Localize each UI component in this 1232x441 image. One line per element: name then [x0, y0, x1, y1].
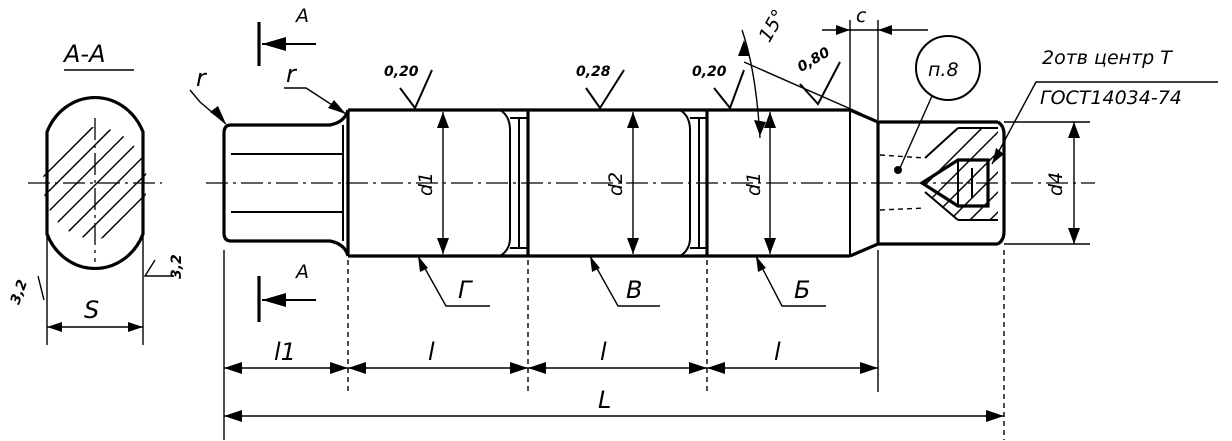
diameter-4: d4 — [1045, 172, 1067, 196]
note-line-2: ГОСТ14034-74 — [1040, 87, 1182, 109]
dim-l-b: l — [600, 338, 607, 366]
cut-mark-top-label: А — [294, 5, 309, 27]
section-roughness-top: 3,2 — [8, 278, 32, 307]
section-roughness-mark — [143, 259, 174, 277]
dim-total: L — [598, 386, 611, 414]
chamfer-angle-label: 15° — [754, 6, 790, 46]
fillet-radius-right: r — [286, 60, 298, 88]
roughness-1: 0,20 — [384, 64, 419, 80]
dim-l1: l1 — [274, 338, 296, 366]
roughness-marks: 0,20 0,28 0,20 0,80 — [384, 44, 841, 111]
surface-b: Б — [794, 276, 810, 304]
surface-v: В — [626, 276, 642, 304]
diameter-2: d2 — [605, 172, 627, 196]
length-dims: l1 l l l L — [223, 250, 1005, 440]
section-roughness-side: 3,2 — [169, 254, 185, 279]
fillet-radius-left: r — [196, 64, 208, 92]
shaft-body — [206, 108, 1095, 258]
chamfer-length-dim: c — [822, 5, 928, 120]
cut-mark-bottom: А — [257, 261, 316, 322]
fillet-callouts: r r — [189, 60, 347, 125]
diameter-1: d1 — [415, 172, 437, 196]
dim-l-a: l — [428, 338, 435, 366]
roughness-4: 0,80 — [795, 44, 833, 75]
section-width-label: S — [84, 296, 99, 324]
callout-label: п.8 — [928, 59, 959, 81]
right-end-face — [997, 120, 1006, 246]
section-view: А-А S 3,2 3,2 — [8, 40, 185, 345]
note-line-1: 2отв центр Т — [1042, 47, 1173, 69]
cut-mark-bottom-label: А — [294, 261, 309, 283]
center-hole-note: 2отв центр Т ГОСТ14034-74 — [991, 47, 1218, 165]
hidden-edges — [879, 154, 926, 211]
surface-g: Г — [458, 276, 473, 304]
roughness-2: 0,28 — [576, 64, 611, 80]
diameter-dims: d1 d2 d1 d4 — [415, 112, 1090, 254]
dim-l-c: l — [774, 338, 781, 366]
cut-mark-top: А — [257, 5, 316, 66]
section-title: А-А — [62, 40, 106, 68]
right-taper — [849, 108, 880, 258]
section-roughness-left-mark — [37, 275, 45, 301]
note-callout: п.8 — [899, 35, 981, 169]
center-hole — [919, 158, 990, 208]
diameter-3: d1 — [743, 172, 765, 196]
surface-labels: Г В Б — [417, 255, 826, 307]
roughness-3: 0,20 — [692, 64, 727, 80]
center-hole-hatching — [925, 128, 998, 220]
chamfer-length-label: c — [856, 5, 867, 27]
